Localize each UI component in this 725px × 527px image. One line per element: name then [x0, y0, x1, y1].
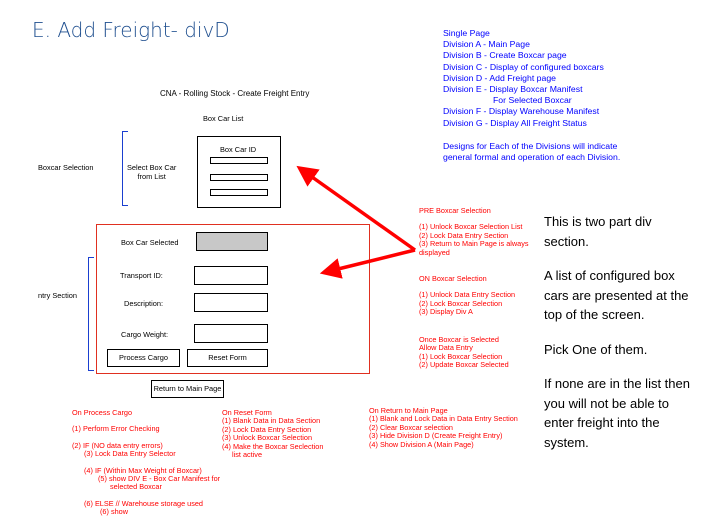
- division-item: Division E - Display Boxcar Manifest: [443, 84, 583, 95]
- description-label: Description:: [124, 299, 164, 308]
- note-line: (1) Perform Error Checking: [72, 424, 160, 434]
- description-input[interactable]: [194, 293, 268, 312]
- box-car-list-label: Box Car List: [203, 114, 244, 123]
- explanation-paragraph: This is two part div section.: [544, 212, 652, 251]
- note-line: (4) Make the Boxcar Seclection: [222, 441, 324, 451]
- note-line: (3) Hide Division D (Create Freight Entr…: [369, 431, 503, 441]
- note-line: (1) Blank and Lock Data in Data Entry Se…: [369, 414, 518, 424]
- note-line: Once Boxcar is Selected: [419, 335, 499, 344]
- arrow-to-boxcar-list: [296, 165, 417, 252]
- note-line: (4) Show Division A (Main Page): [369, 439, 474, 449]
- division-item: Division B - Create Boxcar page: [443, 50, 567, 61]
- division-item: Division A - Main Page: [443, 39, 530, 50]
- division-list: Single Page Division A - Main Page Divis…: [443, 28, 604, 129]
- note-line: (1) Lock Boxcar Selection: [419, 351, 503, 361]
- note-title: PRE Boxcar Selection: [419, 206, 491, 215]
- return-to-main-button[interactable]: Return to Main Page: [151, 380, 224, 398]
- note-line: cars are presented at the: [544, 287, 689, 303]
- entry-section-bracket: [88, 257, 94, 371]
- division-note-line: general formal and operation of each Div…: [443, 152, 621, 162]
- note-line: system.: [544, 434, 589, 450]
- box-car-selected-field: [196, 232, 268, 251]
- note-title: On Process Cargo: [72, 408, 133, 417]
- box-car-list-item[interactable]: [210, 189, 268, 196]
- note-line: (6) show: [100, 507, 128, 517]
- note-line: (4) IF (Within Max Weight of Boxcar): [84, 465, 202, 475]
- explanation-paragraph: If none are in the list then you will no…: [544, 374, 690, 452]
- note-title: ON Boxcar Selection: [419, 274, 487, 283]
- explanation-paragraph: A list of configured box cars are presen…: [544, 266, 689, 325]
- once-boxcar-notes: Once Boxcar is Selected Allow Data Entry…: [419, 335, 509, 370]
- select-label-line: Select Box Car: [127, 163, 177, 172]
- note-line: (3) Lock Data Entry Selector: [84, 449, 176, 459]
- cargo-weight-label: Cargo Weight:: [121, 330, 169, 339]
- note-line: Allow Data Entry: [419, 343, 473, 353]
- boxcar-selection-label: Boxcar Selection: [38, 163, 94, 172]
- process-cargo-button[interactable]: Process Cargo: [107, 349, 180, 367]
- note-line: (2) Update Boxcar Selected: [419, 360, 509, 370]
- entry-section-frame: [96, 224, 370, 374]
- division-item: For Selected Boxcar: [493, 95, 572, 106]
- select-label-line: from List: [137, 172, 166, 181]
- note-line: list active: [232, 450, 263, 460]
- note-line: top of the screen.: [544, 307, 645, 322]
- division-item: Division G - Display All Freight Status: [443, 117, 587, 128]
- note-line: (2) Lock Data Entry Section: [419, 230, 509, 240]
- boxcar-selection-bracket: [122, 131, 128, 206]
- on-boxcar-notes: ON Boxcar Selection (1) Unlock Data Entr…: [419, 274, 516, 317]
- division-item: Division F - Display Warehouse Manifest: [443, 106, 600, 117]
- note-line: Pick One of them.: [544, 342, 648, 357]
- note-line: (6) ELSE // Warehouse storage used: [84, 498, 203, 508]
- note-line: (2) Clear Boxcar selection: [369, 422, 453, 432]
- process-cargo-notes: On Process Cargo (1) Perform Error Check…: [72, 408, 221, 517]
- note-line: (3) Display Div A: [419, 307, 473, 317]
- note-line: If none are in the list then: [544, 376, 690, 391]
- return-main-notes: On Return to Main Page (1) Blank and Loc…: [369, 406, 518, 449]
- explanation-paragraph: Pick One of them.: [544, 340, 647, 360]
- note-line: (1) Blank Data in Data Section: [222, 416, 321, 426]
- arrow-to-entry-section: [319, 248, 416, 279]
- note-line: section.: [544, 233, 589, 249]
- box-car-id-label: Box Car ID: [220, 145, 257, 154]
- transport-id-input[interactable]: [194, 266, 268, 285]
- note-line: (2) Lock Boxcar Selection: [419, 298, 503, 308]
- pre-boxcar-notes: PRE Boxcar Selection (1) Unlock Boxcar S…: [419, 206, 529, 257]
- note-line: selected Boxcar: [110, 482, 162, 492]
- entry-section-label: ntry Section: [38, 291, 78, 300]
- division-item: Division D - Add Freight page: [443, 72, 556, 83]
- division-note: Designs for Each of the Divisions will i…: [443, 141, 620, 163]
- reset-form-button[interactable]: Reset Form: [187, 349, 268, 367]
- box-car-list-item[interactable]: [210, 174, 268, 181]
- note-line: enter freight into the: [544, 415, 660, 430]
- select-box-car-label: Select Box Car from List: [127, 163, 176, 181]
- note-line: (1) Unlock Data Entry Section: [419, 290, 516, 300]
- note-line: (1) Unlock Boxcar Selection List: [419, 222, 523, 232]
- transport-id-label: Transport ID:: [120, 271, 163, 280]
- note-line: (2) Lock Data Entry Section: [222, 424, 312, 434]
- note-line: (2) IF (NO data entry errors): [72, 440, 163, 450]
- division-item: Division C - Display of configured boxca…: [443, 61, 604, 72]
- reset-form-notes: On Reset Form (1) Blank Data in Data Sec…: [222, 408, 324, 460]
- slide-title: E. Add Freight- divD: [32, 18, 230, 42]
- mockup-title: CNA - Rolling Stock - Create Freight Ent…: [160, 89, 310, 98]
- box-car-list-item[interactable]: [210, 157, 268, 164]
- division-note-line: Designs for Each of the Divisions will i…: [443, 141, 618, 151]
- box-car-selected-label: Box Car Selected: [121, 238, 179, 247]
- note-line: displayed: [419, 247, 450, 257]
- box-car-list[interactable]: Box Car ID: [197, 136, 281, 208]
- note-line: (5) show DIV E - Box Car Manifest for: [98, 474, 221, 484]
- note-title: On Reset Form: [222, 408, 272, 417]
- note-line: (3) Unlock Boxcar Selection: [222, 433, 313, 443]
- note-title: On Return to Main Page: [369, 406, 448, 415]
- note-line: (3) Return to Main Page is always: [419, 239, 529, 249]
- note-line: This is two part div: [544, 214, 652, 229]
- cargo-weight-input[interactable]: [194, 324, 268, 343]
- division-item: Single Page: [443, 28, 490, 38]
- note-line: A list of configured box: [544, 268, 675, 283]
- note-line: you will not be able to: [544, 395, 670, 411]
